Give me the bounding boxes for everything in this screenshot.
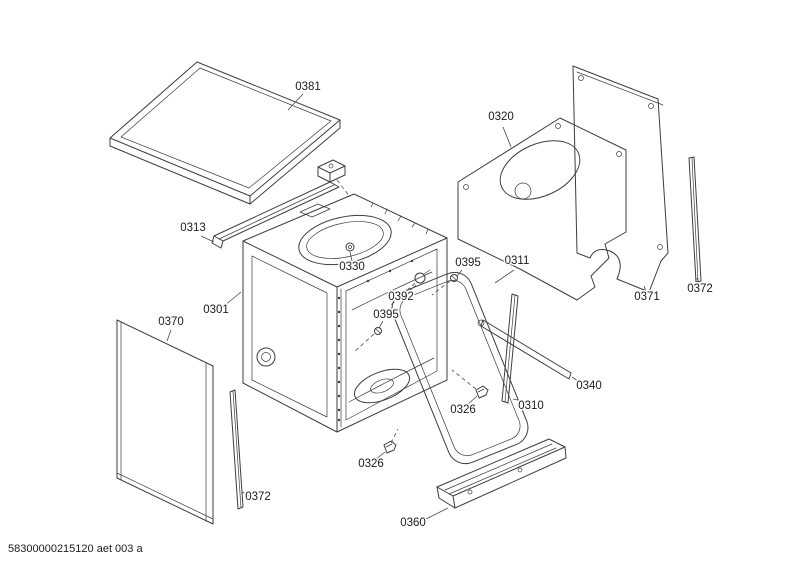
part-label-0320: 0320 <box>488 111 514 123</box>
part-label-0313: 0313 <box>180 222 206 234</box>
part-water-distributor <box>345 242 355 252</box>
part-label-0311: 0311 <box>505 255 530 267</box>
part-label-0372-right: 0372 <box>687 283 713 295</box>
part-label-0310: 0310 <box>518 400 544 412</box>
part-label-0326-upper: 0326 <box>450 404 476 416</box>
part-door-seal <box>391 271 529 465</box>
part-label-0330: 0330 <box>339 261 365 273</box>
label-leader-lines <box>166 93 700 521</box>
part-mounting-rail <box>211 159 346 249</box>
part-screw-lower <box>374 327 382 335</box>
part-side-trim <box>501 293 519 404</box>
part-rear-side-panel <box>572 65 669 293</box>
assembly-dashed-lines <box>336 179 477 444</box>
part-screw-upper <box>450 274 458 282</box>
part-clip-lower <box>383 440 397 454</box>
part-clip-upper <box>475 385 489 399</box>
part-cabinet-body <box>242 193 448 433</box>
part-label-0370: 0370 <box>158 316 184 328</box>
part-label-0392: 0392 <box>388 291 414 303</box>
part-label-0395-upper: 0395 <box>455 257 481 269</box>
part-label-0340: 0340 <box>576 380 602 392</box>
part-left-trim-strip <box>229 389 244 510</box>
part-label-0371: 0371 <box>634 291 660 303</box>
part-base-panel <box>436 438 567 509</box>
part-inner-side-panel <box>457 117 627 301</box>
part-support-rail <box>477 319 572 380</box>
part-label-0360: 0360 <box>400 517 426 529</box>
part-label-0301: 0301 <box>203 304 229 316</box>
part-label-0395-lower: 0395 <box>373 309 399 321</box>
part-label-0372-left: 0372 <box>245 491 271 503</box>
part-right-trim-strip <box>688 156 702 283</box>
part-left-side-panel <box>116 319 214 525</box>
part-label-0381: 0381 <box>295 81 321 93</box>
part-inlet-valve <box>414 269 431 284</box>
part-label-0326-lower: 0326 <box>358 458 384 470</box>
document-id: 58300000215120 aet 003 a <box>8 543 143 555</box>
part-worktop-panel <box>109 61 341 205</box>
